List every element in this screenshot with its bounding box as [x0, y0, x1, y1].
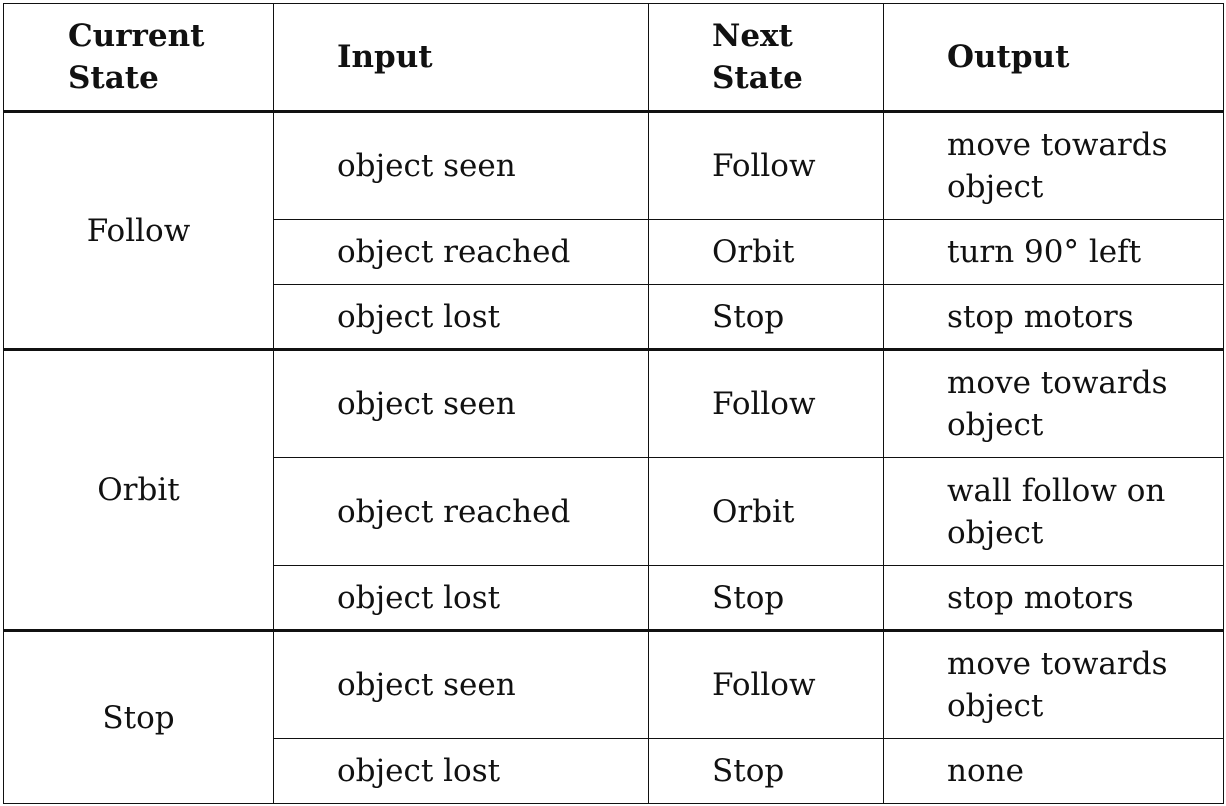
next-state-cell: Stop [648, 565, 884, 631]
table-row: Stop object seen Follow move towards obj… [3, 629, 1224, 804]
header-next-state-line1: Next [712, 18, 793, 54]
output-cell: none [883, 738, 1224, 804]
output-line1: move towards [947, 365, 1168, 401]
output-line1: wall follow on [947, 472, 1166, 509]
input-cell: object lost [273, 284, 649, 350]
input-cell: object reached [273, 219, 649, 285]
input-cell: object lost [273, 565, 649, 631]
output-cell: stop motors [883, 284, 1224, 350]
header-row: Current State Input Next State Output [3, 3, 1224, 112]
table-row: object lost Stop stop motors [4, 565, 1224, 631]
current-state-label: Follow [86, 212, 191, 249]
output-line1: move towards [947, 127, 1168, 163]
next-state-cell: Stop [648, 738, 884, 804]
next-state-cell: Follow [648, 348, 884, 458]
output-line2: object [947, 169, 1044, 205]
current-state-cell-follow: Follow [3, 110, 274, 350]
header-current-state-line2: State [68, 60, 159, 96]
output-cell: move towards object [883, 348, 1224, 458]
output-cell: stop motors [883, 565, 1224, 631]
state-transition-table: Current State Input Next State Output Fo… [3, 3, 1224, 804]
output-line2: object [947, 407, 1044, 443]
output-cell: turn 90° left [883, 219, 1224, 285]
next-state-cell: Follow [648, 110, 884, 220]
output-cell: wall follow on object [883, 457, 1224, 566]
header-input: Input [273, 3, 649, 112]
header-output: Output [883, 3, 1224, 112]
output-line2: object [947, 688, 1044, 724]
input-cell: object seen [273, 629, 649, 739]
table-row: object reached Orbit wall follow on obje… [4, 457, 1224, 566]
table-row: Orbit object seen Follow move towards ob… [3, 348, 1224, 631]
input-cell: object seen [273, 110, 649, 220]
table-row: object lost Stop none [4, 738, 1224, 804]
table-row: Follow object seen Follow move towards o… [3, 110, 1224, 350]
state-transition-table-frame: Current State Input Next State Output Fo… [3, 3, 1224, 804]
table-row: object reached Orbit turn 90° left [4, 219, 1224, 285]
output-line1: move towards [947, 646, 1168, 682]
header-next-state: Next State [648, 3, 884, 112]
header-current-state-line1: Current [68, 18, 205, 54]
output-line2: object [947, 514, 1044, 551]
header-next-state-line2: State [712, 60, 803, 96]
next-state-cell: Follow [648, 629, 884, 739]
next-state-cell: Orbit [648, 219, 884, 285]
header-output-label: Output [947, 39, 1070, 75]
current-state-cell-stop: Stop [3, 629, 274, 804]
header-input-label: Input [337, 39, 433, 75]
input-cell: object reached [273, 457, 649, 566]
output-cell: move towards object [883, 629, 1224, 739]
next-state-cell: Stop [648, 284, 884, 350]
header-current-state: Current State [3, 3, 274, 112]
output-cell: move towards object [883, 110, 1224, 220]
input-cell: object lost [273, 738, 649, 804]
current-state-label: Stop [102, 699, 175, 736]
input-cell: object seen [273, 348, 649, 458]
current-state-label: Orbit [97, 472, 180, 508]
current-state-cell-orbit: Orbit [3, 348, 274, 631]
next-state-cell: Orbit [648, 457, 884, 566]
